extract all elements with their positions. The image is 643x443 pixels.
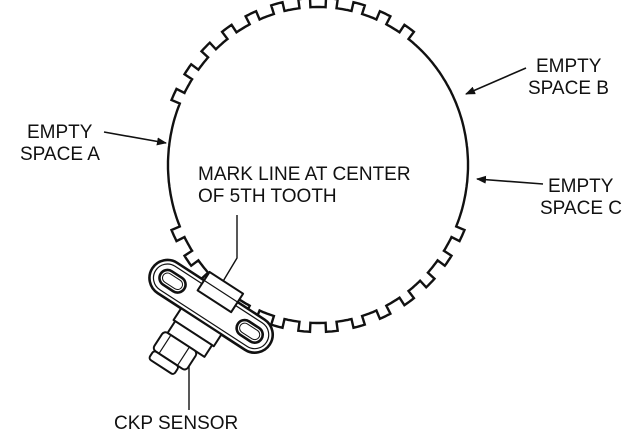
pulse-wheel	[166, 0, 470, 334]
label-empty-space-c: EMPTY SPACE C	[540, 176, 622, 220]
label-ckp-sensor-text: CKP SENSOR	[114, 413, 239, 434]
label-empty-space-a-line1: EMPTY	[27, 122, 93, 143]
label-mark-line-line2: OF 5TH TOOTH	[198, 186, 337, 207]
label-empty-space-b-line1: EMPTY	[536, 56, 602, 77]
label-empty-space-a-line2: SPACE A	[20, 144, 100, 165]
label-mark-line: MARK LINE AT CENTER OF 5TH TOOTH	[198, 164, 411, 208]
space-a-arrow	[103, 131, 167, 146]
label-empty-space-c-line2: SPACE C	[540, 198, 623, 219]
space-c-arrow	[476, 175, 544, 185]
ckp-sensor	[148, 258, 275, 375]
label-mark-line-line1: MARK LINE AT CENTER	[198, 164, 411, 185]
label-empty-space-c-line1: EMPTY	[548, 176, 614, 197]
label-ckp-sensor: CKP SENSOR	[114, 413, 238, 435]
mark-line-leader	[221, 215, 238, 284]
label-empty-space-b-line2: SPACE B	[528, 78, 609, 99]
label-empty-space-a: EMPTY SPACE A	[20, 122, 100, 166]
space-b-arrow	[465, 67, 527, 95]
label-empty-space-b: EMPTY SPACE B	[528, 56, 609, 100]
